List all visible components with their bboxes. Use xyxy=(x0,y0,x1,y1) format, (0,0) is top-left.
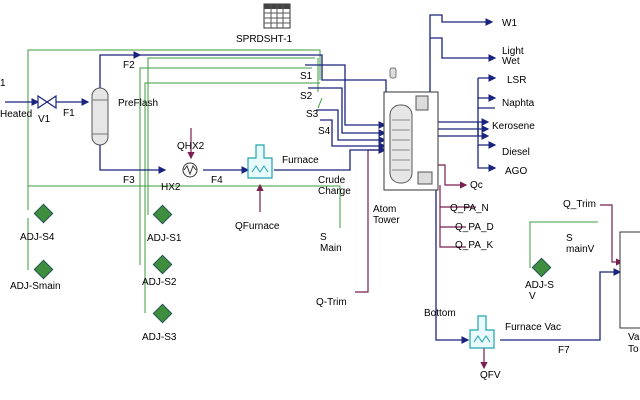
energy-label-q-pa-n[interactable]: Q_PA_N xyxy=(450,203,489,214)
adjust-operation-icon[interactable] xyxy=(531,257,552,278)
adjust-operation-icon[interactable] xyxy=(152,254,173,275)
stream-label-heated[interactable]: Heated xyxy=(0,109,32,120)
stream-label-s2[interactable]: S2 xyxy=(300,91,313,102)
adjust-label-sv[interactable]: ADJ-S xyxy=(525,280,554,291)
stream-label-f1[interactable]: F1 xyxy=(63,108,75,119)
column-label-atom-tower-line2[interactable]: Tower xyxy=(373,215,400,226)
energy-label-q-pa-d[interactable]: Q_PA_D xyxy=(455,222,494,233)
furnace-icon[interactable] xyxy=(469,315,495,349)
distillation-column-icon[interactable] xyxy=(383,91,439,191)
distillation-column-icon[interactable] xyxy=(619,231,640,329)
stream-label-crude-charge[interactable]: Crude xyxy=(318,175,346,186)
stream-label-crude-charge-line2[interactable]: Charge xyxy=(318,186,351,197)
stream-label-s1[interactable]: S1 xyxy=(300,71,313,82)
adjust-operation-icon[interactable] xyxy=(33,203,54,224)
product-label-lsr[interactable]: LSR xyxy=(507,75,526,86)
energy-label-qfv[interactable]: QFV xyxy=(480,370,501,381)
stream-labels: SPRDSHT-1 1 Heated V1 F1 PreFlash F2 F3 … xyxy=(0,18,640,381)
product-label-ago[interactable]: AGO xyxy=(505,166,527,177)
energy-label-q-pa-k[interactable]: Q_PA_K xyxy=(455,240,493,251)
adjust-label-smain[interactable]: ADJ-Smain xyxy=(10,281,61,292)
adjust-operation-icon[interactable] xyxy=(152,204,173,225)
adjust-label-s1[interactable]: ADJ-S1 xyxy=(147,233,182,244)
adjust-label-s3[interactable]: ADJ-S3 xyxy=(142,332,177,343)
column-label-vac-line2[interactable]: To xyxy=(628,344,639,355)
stream-label-f7[interactable]: F7 xyxy=(558,345,570,356)
product-label-light-wet[interactable]: Light xyxy=(502,46,524,57)
energy-label-qhx2[interactable]: QHX2 xyxy=(177,141,205,152)
furnace-label[interactable]: Furnace xyxy=(282,155,319,166)
product-label-naphta[interactable]: Naphta xyxy=(502,98,535,109)
adjust-operation-icon[interactable] xyxy=(33,259,54,280)
adjust-label-s2[interactable]: ADJ-S2 xyxy=(142,277,177,288)
energy-label-qc[interactable]: Qc xyxy=(470,180,483,191)
vessel-label-preflash[interactable]: PreFlash xyxy=(118,98,158,109)
heat-exchanger-icon[interactable] xyxy=(182,162,198,178)
stream-label-s-main[interactable]: S xyxy=(320,232,327,243)
separator-vessel-icon[interactable] xyxy=(91,87,109,146)
valve-icon[interactable] xyxy=(37,94,57,110)
spreadsheet-icon[interactable] xyxy=(263,3,291,29)
spreadsheet-label[interactable]: SPRDSHT-1 xyxy=(236,34,293,45)
energy-label-qfurnace[interactable]: QFurnace xyxy=(235,221,280,232)
stream-label-bottom[interactable]: Bottom xyxy=(424,308,456,319)
adjust-label-sv-line2[interactable]: V xyxy=(529,291,536,302)
stream-label-f3[interactable]: F3 xyxy=(123,175,135,186)
stream-label-f2[interactable]: F2 xyxy=(123,60,135,71)
stream-label-s4[interactable]: S4 xyxy=(318,126,331,137)
furnace-label-vac[interactable]: Furnace Vac xyxy=(505,322,561,333)
exchanger-label-hx2[interactable]: HX2 xyxy=(161,182,181,193)
adjust-label-s4[interactable]: ADJ-S4 xyxy=(20,232,55,243)
column-label-vac[interactable]: Va xyxy=(628,332,640,343)
product-label-light-wet-line2[interactable]: Wet xyxy=(502,56,520,67)
stream-label-s-mainv-line2[interactable]: mainV xyxy=(566,244,595,255)
furnace-icon[interactable] xyxy=(247,144,273,179)
product-label-diesel[interactable]: Diesel xyxy=(502,147,530,158)
energy-label-q-trim-right[interactable]: Q_Trim xyxy=(563,199,596,210)
material-streams xyxy=(5,14,640,344)
product-label-kerosene[interactable]: Kerosene xyxy=(492,121,535,132)
cut-label: 1 xyxy=(0,78,6,89)
energy-label-q-trim[interactable]: Q-Trim xyxy=(316,297,347,308)
stream-label-f4[interactable]: F4 xyxy=(211,175,223,186)
adjust-operation-icon[interactable] xyxy=(152,303,173,324)
mixer-icon[interactable] xyxy=(389,67,397,79)
product-label-w1[interactable]: W1 xyxy=(502,18,517,29)
stream-label-s3[interactable]: S3 xyxy=(306,109,319,120)
stream-label-s-main-line2[interactable]: Main xyxy=(320,243,342,254)
logical-connections xyxy=(27,49,598,313)
column-label-atom-tower[interactable]: Atom xyxy=(373,204,396,215)
valve-label-v1[interactable]: V1 xyxy=(38,114,51,125)
stream-label-s-mainv[interactable]: S xyxy=(566,233,573,244)
